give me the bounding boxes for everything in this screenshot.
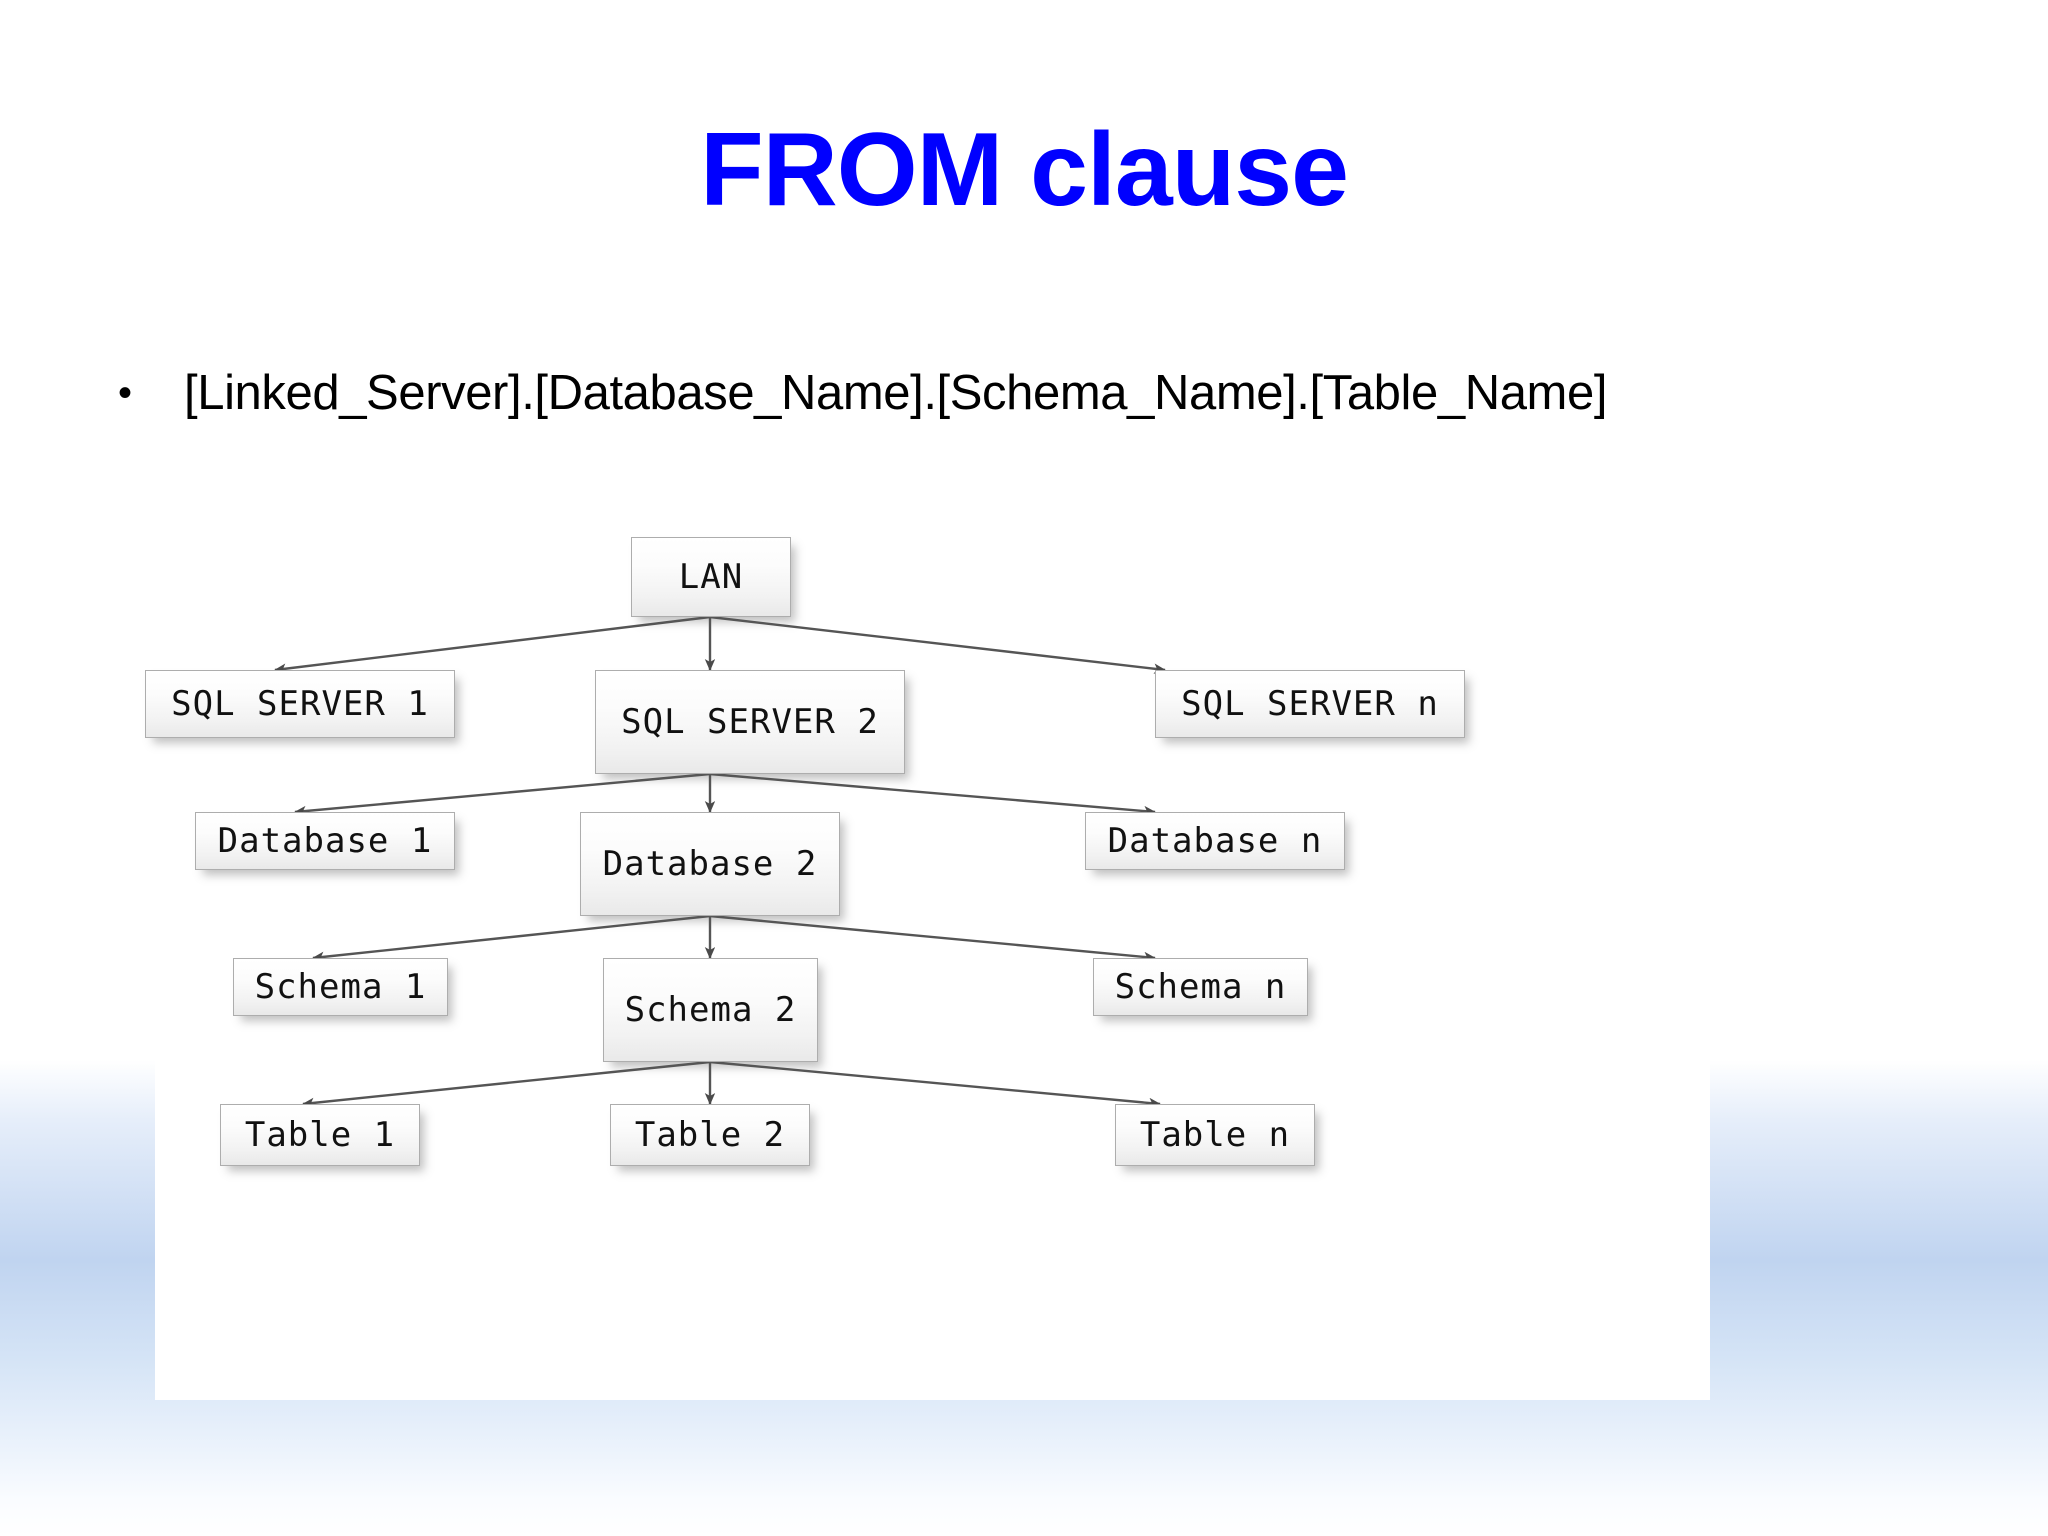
node-sql-server-n[interactable]: SQL SERVER n xyxy=(1155,670,1465,738)
node-label: Table 2 xyxy=(634,1115,786,1155)
node-label: LAN xyxy=(678,557,744,597)
edge-db2-schema1 xyxy=(312,914,711,963)
node-database-1[interactable]: Database 1 xyxy=(195,812,455,870)
node-table-2[interactable]: Table 2 xyxy=(610,1104,810,1166)
bullet-item-text: [Linked_Server].[Database_Name].[Schema_… xyxy=(184,366,1608,420)
page-title: FROM clause xyxy=(700,112,1349,228)
bullet-list-item: • [Linked_Server].[Database_Name].[Schem… xyxy=(118,362,1918,424)
node-label: Database n xyxy=(1107,821,1323,861)
node-sql-server-1[interactable]: SQL SERVER 1 xyxy=(145,670,455,738)
edge-schema2-table1 xyxy=(302,1060,711,1109)
edge-db2-scheman xyxy=(709,914,1156,963)
node-schema-1[interactable]: Schema 1 xyxy=(233,958,448,1016)
node-schema-n[interactable]: Schema n xyxy=(1093,958,1308,1016)
node-table-1[interactable]: Table 1 xyxy=(220,1104,420,1166)
bullet-marker-icon: • xyxy=(118,371,133,415)
edge-lan-servern xyxy=(709,615,1166,674)
edge-lan-server1 xyxy=(274,615,711,674)
node-lan[interactable]: LAN xyxy=(631,537,791,617)
node-label: Database 2 xyxy=(602,844,818,884)
edge-server2-dbn xyxy=(709,772,1156,817)
node-schema-2[interactable]: Schema 2 xyxy=(603,958,818,1062)
node-label: SQL SERVER n xyxy=(1181,684,1439,724)
edge-server2-db1 xyxy=(294,772,711,817)
node-database-2[interactable]: Database 2 xyxy=(580,812,840,916)
node-label: SQL SERVER 1 xyxy=(171,684,429,724)
node-label: Table 1 xyxy=(244,1115,396,1155)
node-database-n[interactable]: Database n xyxy=(1085,812,1345,870)
node-label: Table n xyxy=(1139,1115,1291,1155)
node-label: Database 1 xyxy=(217,821,433,861)
node-table-n[interactable]: Table n xyxy=(1115,1104,1315,1166)
node-label: SQL SERVER 2 xyxy=(621,702,879,742)
node-label: Schema 1 xyxy=(254,967,427,1007)
edge-schema2-tablen xyxy=(709,1060,1161,1109)
diagram-arrow-layer xyxy=(274,615,1166,1109)
node-sql-server-2[interactable]: SQL SERVER 2 xyxy=(595,670,905,774)
node-label: Schema 2 xyxy=(624,990,797,1030)
hierarchy-diagram: LAN SQL SERVER 1 SQL SERVER 2 SQL SERVER… xyxy=(145,512,1710,1400)
node-label: Schema n xyxy=(1114,967,1287,1007)
